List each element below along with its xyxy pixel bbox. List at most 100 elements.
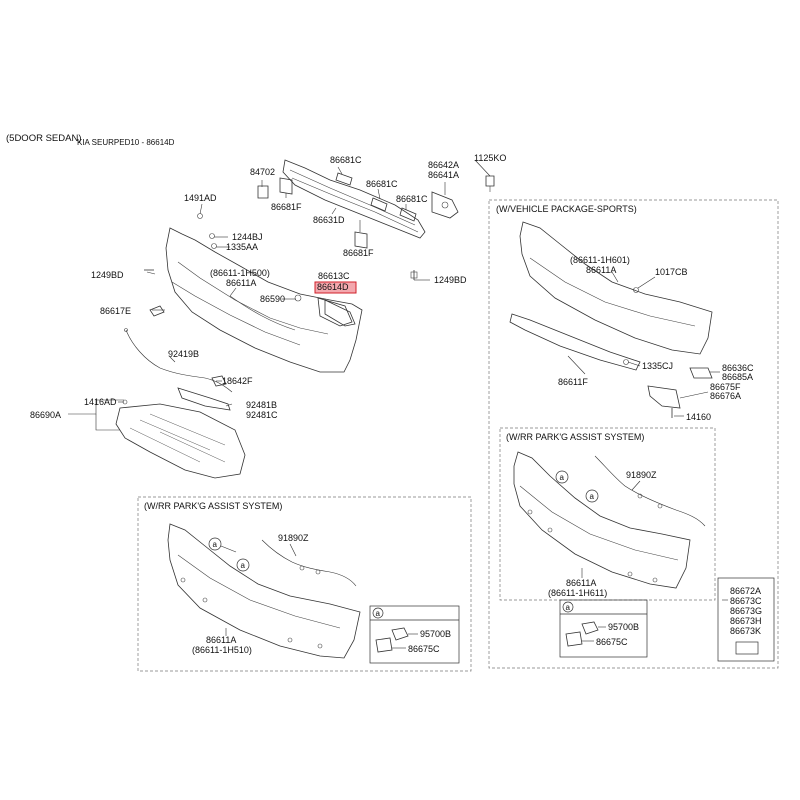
rear-bumper-cover-86611a[interactable] — [165, 227, 363, 373]
label-86641a[interactable]: 86641A — [428, 170, 459, 180]
label-86611a-d[interactable]: 86611A — [566, 578, 596, 588]
retainer-86613c[interactable] — [317, 297, 353, 327]
label-86681c-b[interactable]: 86681C — [366, 179, 398, 189]
rear-bumper-park-assist-left[interactable] — [167, 523, 361, 659]
label-86611-1h611[interactable]: (86611-1H611) — [548, 588, 607, 598]
callout-a-right-1: a — [555, 470, 569, 484]
garnish-86636c[interactable] — [689, 367, 713, 379]
label-86675c-b[interactable]: 86675C — [596, 637, 628, 647]
label-92481b[interactable]: 92481B — [246, 400, 277, 410]
clip-1335aa[interactable] — [211, 243, 217, 249]
label-86617e[interactable]: 86617E — [100, 306, 131, 316]
wiring-91890z-right[interactable] — [594, 455, 706, 527]
label-86590[interactable]: 86590 — [260, 294, 285, 304]
label-86690a[interactable]: 86690A — [30, 410, 61, 420]
callout-a-left-1: a — [208, 537, 237, 553]
label-86611-1h500[interactable]: (86611-1H500) — [210, 268, 270, 278]
label-86681c-c[interactable]: 86681C — [396, 194, 428, 204]
bracket-86681c-mid[interactable] — [370, 197, 388, 212]
label-95700b-b[interactable]: 95700B — [608, 622, 639, 632]
label-86611f[interactable]: 86611F — [558, 377, 588, 387]
label-1244bj[interactable]: 1244BJ — [232, 232, 263, 242]
group-box-sports — [488, 199, 779, 669]
bracket-86614d-highlighted[interactable] — [314, 281, 357, 327]
rear-bumper-park-assist-right[interactable] — [513, 451, 691, 589]
callout-letter: a — [590, 492, 595, 501]
label-86673h[interactable]: 86673H — [730, 616, 762, 626]
label-86613c[interactable]: 86613C — [318, 271, 350, 281]
wiring-91890z-left[interactable] — [261, 539, 357, 587]
bracket-86681f-left[interactable] — [279, 177, 293, 195]
label-86681f-b[interactable]: 86681F — [343, 248, 374, 258]
label-86673k[interactable]: 86673K — [730, 626, 761, 636]
label-86611a-a[interactable]: 86611A — [226, 278, 256, 288]
inset-box-right — [559, 599, 648, 658]
label-86611-1h601[interactable]: (86611-1H601) — [570, 255, 630, 265]
group-title-park-assist-left: (W/RR PARK'G ASSIST SYSTEM) — [144, 501, 282, 511]
holder-86675c-right[interactable] — [565, 631, 583, 647]
bracket-86681c-right[interactable] — [399, 207, 417, 222]
label-92481c[interactable]: 92481C — [246, 410, 278, 420]
label-1416ad[interactable]: 1416AD — [84, 397, 117, 407]
screw-1491ad[interactable] — [197, 213, 203, 219]
holder-86675c-left[interactable] — [375, 637, 393, 653]
diffuser-86611f[interactable] — [509, 313, 641, 371]
label-86673c[interactable]: 86673C — [730, 596, 762, 606]
bracket-86681c-top[interactable] — [335, 172, 353, 186]
label-92419b[interactable]: 92419B — [168, 349, 199, 359]
sensor-95700b-left[interactable] — [391, 627, 409, 641]
callout-a-right-2: a — [585, 489, 599, 503]
label-86673g[interactable]: 86673G — [730, 606, 762, 616]
stay-86641a[interactable] — [431, 191, 459, 219]
wiring-92419b[interactable] — [124, 328, 233, 393]
label-1125ko[interactable]: 1125KO — [474, 153, 506, 163]
sensor-95700b-right[interactable] — [581, 621, 599, 635]
label-18642f[interactable]: 18642F — [222, 376, 253, 386]
label-86631d[interactable]: 86631D — [313, 215, 345, 225]
label-1017cb[interactable]: 1017CB — [655, 267, 688, 277]
label-86642a[interactable]: 86642A — [428, 160, 459, 170]
label-86675c-a[interactable]: 86675C — [408, 644, 440, 654]
label-1335aa[interactable]: 1335AA — [226, 242, 258, 252]
label-86636c[interactable]: 86636C — [722, 363, 754, 373]
label-91890z-a[interactable]: 91890Z — [278, 533, 309, 543]
nut-1244bj[interactable] — [209, 233, 215, 239]
inset-callout-left: a — [376, 609, 381, 618]
catalog-reference: KIA SEURPED10 - 86614D — [77, 138, 175, 147]
label-91890z-b[interactable]: 91890Z — [626, 470, 657, 480]
label-86672a[interactable]: 86672A — [730, 586, 761, 596]
label-86611-1h510[interactable]: (86611-1H510) — [192, 645, 252, 655]
label-86611a-b[interactable]: 86611A — [206, 635, 236, 645]
label-86611a-c[interactable]: 86611A — [586, 265, 616, 275]
label-84702[interactable]: 84702 — [250, 167, 275, 177]
clip-84702[interactable] — [257, 185, 269, 199]
lamp-18642f[interactable] — [211, 375, 227, 387]
label-1335cj[interactable]: 1335CJ — [642, 361, 673, 371]
label-86675f[interactable]: 86675F — [710, 382, 741, 392]
undercover-86690a[interactable] — [115, 403, 246, 479]
emblem-icon[interactable] — [735, 641, 759, 655]
clip-1335cj[interactable] — [623, 359, 629, 365]
bolt-1125ko[interactable] — [485, 175, 495, 192]
clip-1017cb[interactable] — [633, 287, 639, 293]
label-86685a[interactable]: 86685A — [722, 372, 753, 382]
leader-lines-sports — [567, 271, 720, 417]
bracket-86681f-bottom[interactable] — [354, 231, 368, 249]
label-1249bd-b[interactable]: 1249BD — [434, 275, 467, 285]
rear-bumper-sports[interactable] — [519, 221, 713, 355]
label-95700b-a[interactable]: 95700B — [420, 629, 451, 639]
clip-86590[interactable] — [294, 294, 302, 302]
label-1249bd-a[interactable]: 1249BD — [91, 270, 124, 280]
label-86681c-a[interactable]: 86681C — [330, 155, 362, 165]
label-86676a[interactable]: 86676A — [710, 391, 741, 401]
label-14160[interactable]: 14160 — [686, 412, 711, 422]
label-1491ad[interactable]: 1491AD — [184, 193, 217, 203]
reflector-86617e[interactable] — [149, 305, 165, 317]
pad-86675f[interactable] — [647, 385, 681, 409]
holder-92481b[interactable] — [177, 387, 231, 411]
label-86614d[interactable]: 86614D — [317, 282, 349, 292]
bumper-beam-86631d[interactable] — [282, 159, 426, 239]
label-86681f-a[interactable]: 86681F — [271, 202, 302, 212]
bolt-1249bd-right[interactable] — [410, 270, 418, 280]
